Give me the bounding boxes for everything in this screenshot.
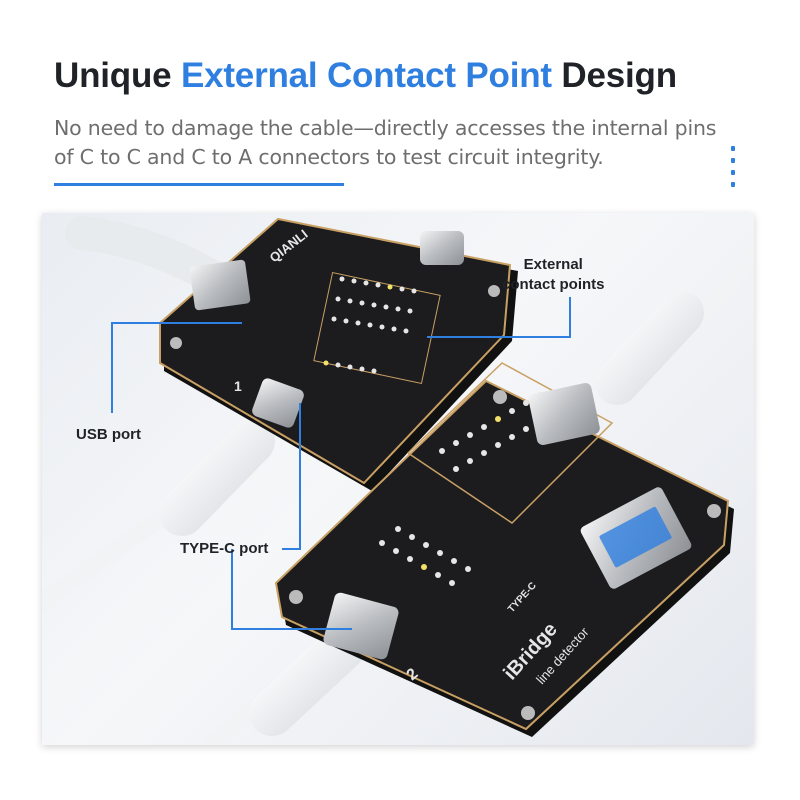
- headline-part2: Design: [551, 56, 677, 95]
- product-photo: QIANLI 1 iBridge line detector 2 TYPE-C: [42, 213, 754, 745]
- headline-accent: External Contact Point: [180, 56, 552, 95]
- callout-line-typec-2: [231, 549, 352, 630]
- cable-right-plug: [595, 291, 704, 405]
- accent-rule: [54, 183, 344, 186]
- callout-line-usb: [111, 322, 242, 413]
- cable-left-plug: [159, 418, 275, 536]
- callout-external-line2: contact points: [502, 276, 605, 293]
- pin-grid-back: [323, 276, 417, 374]
- callout-typec-label: TYPE-C port: [180, 540, 269, 557]
- subtitle: No need to damage the cable—directly acc…: [54, 114, 744, 172]
- callout-usb-label: USB port: [76, 426, 141, 443]
- board-back-port1: 1: [234, 378, 242, 394]
- headline: Unique External Contact Point Design: [54, 56, 677, 96]
- cable-bottom-plug: [249, 625, 365, 736]
- callout-external-label: External contact points: [502, 255, 605, 295]
- callout-line-typec: [282, 403, 301, 550]
- subtitle-line1: No need to damage the cable—directly acc…: [54, 116, 717, 140]
- headline-part1: Unique: [54, 56, 181, 95]
- callout-external-line1: External: [523, 256, 583, 273]
- subtitle-line2: of C to C and C to A connectors to test …: [54, 145, 604, 169]
- product-illustration: QIANLI 1 iBridge line detector 2 TYPE-C: [42, 216, 754, 745]
- board-front: iBridge line detector 2 TYPE-C: [274, 362, 734, 737]
- callout-lines: [111, 297, 571, 630]
- board-back: QIANLI 1: [159, 217, 518, 491]
- vertical-dots-icon: [730, 146, 736, 194]
- callout-line-external: [427, 297, 571, 338]
